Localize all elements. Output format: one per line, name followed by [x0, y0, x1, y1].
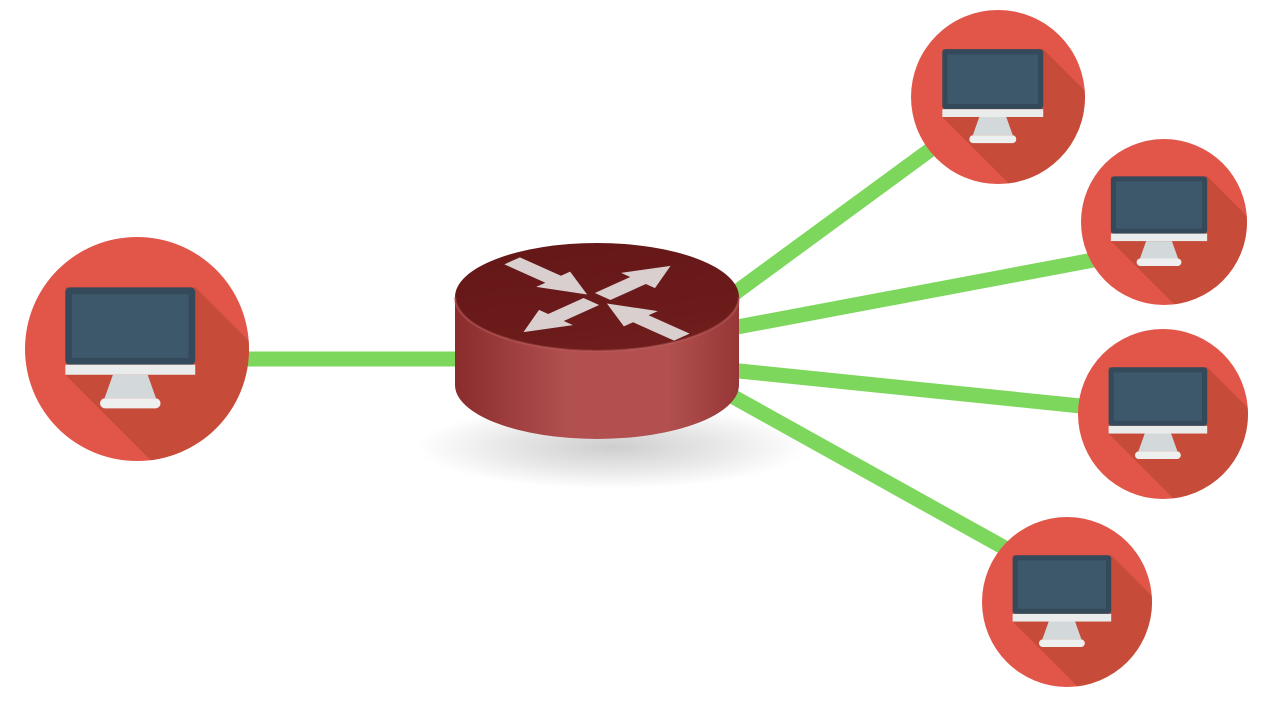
connection-link-router-computer-right-4 [708, 378, 1034, 569]
connection-link-router-computer-right-3 [699, 359, 1121, 418]
router-body [455, 297, 739, 439]
router-rim-highlight [453, 296, 741, 353]
connection-link-router-computer-right-1 [700, 121, 965, 322]
router-node [453, 243, 741, 439]
connection-link-router-computer-right-2 [698, 247, 1122, 342]
